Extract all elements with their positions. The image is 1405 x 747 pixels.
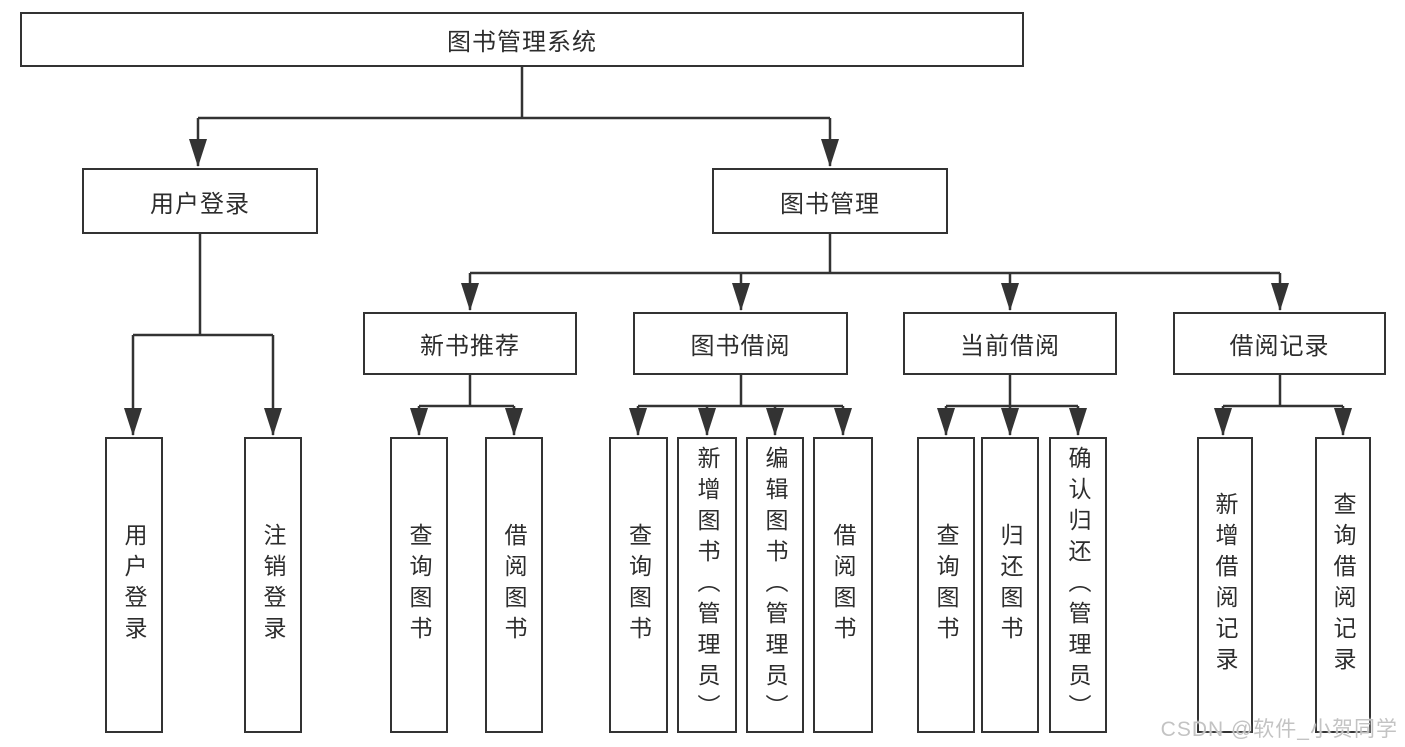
- node-current-borrowing: 当前借阅: [903, 312, 1117, 375]
- leaf-borrow-books-borrowing: 借阅图书: [813, 437, 873, 733]
- leaf-query-books-current: 查询图书: [917, 437, 975, 733]
- leaf-confirm-return-admin: 确认归还（管理员）: [1049, 437, 1107, 733]
- leaf-user-login: 用户登录: [105, 437, 163, 733]
- leaf-add-borrow-record: 新增借阅记录: [1197, 437, 1253, 733]
- node-new-book-recommend: 新书推荐: [363, 312, 577, 375]
- leaf-add-book-admin: 新增图书（管理员）: [677, 437, 737, 733]
- node-book-management: 图书管理: [712, 168, 948, 234]
- leaf-query-books-recommend: 查询图书: [390, 437, 448, 733]
- node-root-library-system: 图书管理系统: [20, 12, 1024, 67]
- leaf-query-borrow-record: 查询借阅记录: [1315, 437, 1371, 733]
- node-borrow-records: 借阅记录: [1173, 312, 1386, 375]
- leaf-edit-book-admin: 编辑图书（管理员）: [746, 437, 804, 733]
- csdn-watermark: CSDN @软件_小贺同学: [1160, 718, 1398, 741]
- leaf-borrow-books-recommend: 借阅图书: [485, 437, 543, 733]
- node-user-login: 用户登录: [82, 168, 318, 234]
- leaf-logout: 注销登录: [244, 437, 302, 733]
- leaf-return-book: 归还图书: [981, 437, 1039, 733]
- leaf-query-books-borrowing: 查询图书: [609, 437, 668, 733]
- node-book-borrowing: 图书借阅: [633, 312, 848, 375]
